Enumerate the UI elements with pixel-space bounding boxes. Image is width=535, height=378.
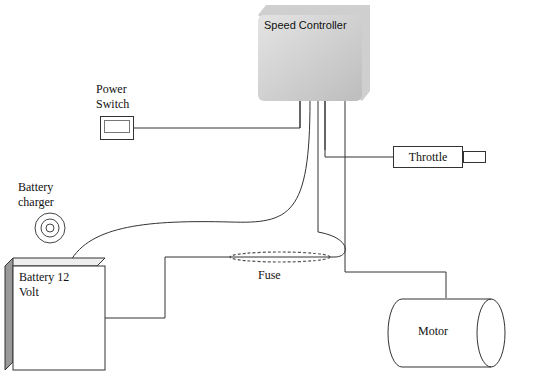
- switch-box: [100, 116, 134, 140]
- node-label: Motor: [418, 324, 448, 339]
- node-label: Battery charger: [18, 180, 68, 210]
- motor-end: [477, 299, 491, 367]
- controller-box: Speed Controller: [258, 5, 370, 101]
- throttle-box: Throttle: [393, 146, 463, 168]
- node-label: Power Switch: [96, 82, 140, 112]
- throttle-grip: [463, 151, 486, 163]
- charger-node: Battery charger: [14, 180, 86, 244]
- motor-body: [388, 299, 505, 367]
- box-depth: [258, 5, 370, 101]
- battery-face: [13, 266, 105, 370]
- wire: [70, 101, 310, 262]
- charger-ring: [46, 224, 54, 232]
- switch-inner: [104, 120, 130, 133]
- node-label: Speed Controller: [264, 19, 354, 33]
- box-face: [258, 15, 362, 101]
- wire: [345, 101, 446, 298]
- battery-top: [5, 258, 105, 266]
- switch-node: Power Switch: [92, 82, 152, 142]
- wire: [325, 101, 393, 157]
- battery-side: [5, 258, 13, 370]
- motor-cylinder: Motor: [388, 298, 505, 368]
- node-label: Throttle: [394, 147, 462, 167]
- charger-ring: [41, 219, 59, 237]
- wire: [134, 101, 300, 128]
- wire: [105, 101, 345, 318]
- part-label: Fuse: [258, 268, 281, 283]
- node-label: Battery 12 Volt: [19, 270, 79, 300]
- charger-ring: [35, 213, 65, 243]
- battery-box: Battery 12 Volt: [5, 258, 105, 370]
